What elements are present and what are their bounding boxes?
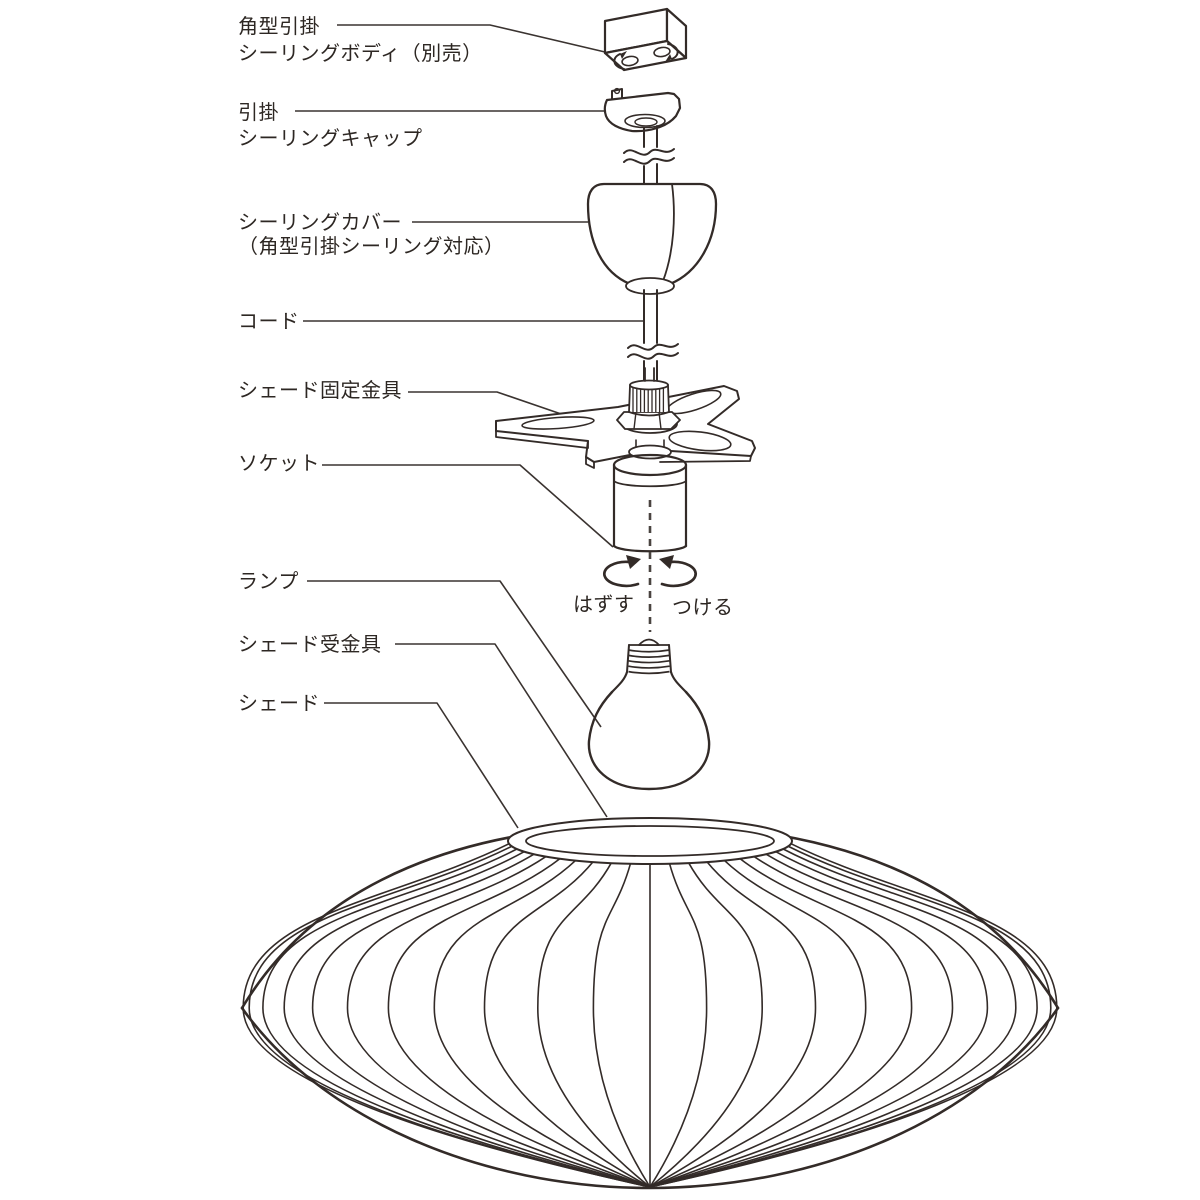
bulb-body [587,690,711,791]
cord-break-wave-2a [627,343,679,351]
ceiling-cover-bottom-opening [625,277,675,295]
cord-lower-a [643,289,658,344]
label-shade-fixing-bracket: シェード固定金具 [238,379,402,402]
unscrew-arrow-arc [602,560,640,588]
label-attach: つける [672,597,734,619]
attach-arrow-head [659,555,674,569]
cord-break-wave-1a [623,148,675,156]
cord-lower-drawing [627,289,679,387]
knurled-nut-top [629,379,669,391]
bulb-base-sides [626,644,672,673]
socket-body-fill [614,465,686,556]
label-ceiling-cover-line1: シーリングカバー [238,211,402,234]
bracket-hex-nut [616,411,681,430]
twist-arrow-right-head [665,54,672,62]
label-ceiling-body-line1: 角型引掛 [238,15,320,38]
socket-bottom [612,544,688,553]
ceiling-cap-latch-knob [613,87,621,95]
knurled-nut-bottom [628,411,670,417]
cord-upper-b [643,163,658,186]
shade-top-ring-inner [525,825,775,857]
ceiling-body-twist-arrow-left [613,53,625,70]
twist-arrow-left-head [620,51,627,59]
socket-band [613,480,687,488]
ceiling-cover-seam [662,183,675,282]
leader-lamp [307,580,602,728]
socket-drawing [612,438,688,556]
shade-drawing [240,817,1060,1190]
ceiling-body-twist-arrow-right [667,43,679,60]
cord-into-nut [644,367,655,382]
label-unscrew: はずす [573,593,635,616]
label-shade: シェード [238,693,320,715]
bulb-nub [638,638,660,646]
label-lamp: ランプ [238,571,299,593]
lamp-drawing [587,638,711,791]
socket-sides [612,463,688,548]
labels: 角型引掛 シーリングボディ（別売） 引掛 シーリングキャップ シーリングカバー … [238,15,734,715]
cord-break-wave-1b [623,157,675,165]
cord-upper-drawing [623,125,675,186]
ceiling-cap-hole-inner [634,117,658,127]
cord-upper-a [643,125,658,148]
bracket-thickness-right [659,455,752,463]
label-ceiling-cap-line2: シーリングキャップ [238,127,423,150]
rotation-guides [602,500,698,632]
bulb-neck-left [610,670,629,694]
label-shade-receiving-bracket: シェード受金具 [238,633,382,656]
shade-ribs [242,841,1058,1188]
leader-ceiling-body [337,24,606,53]
ceiling-body-hole-left [621,55,639,67]
ceiling-cover-drawing [586,182,718,295]
cord-break-wave-2b [627,352,679,360]
shade-fixing-bracket-drawing [495,367,756,469]
label-ceiling-cover-line2: （角型引掛シーリング対応） [238,235,505,258]
label-ceiling-body-line2: シーリングボディ（別売） [238,42,483,65]
bulb-neck-right [669,670,688,694]
ceiling-cover-body [586,182,718,289]
leader-shade-fixing-bracket [408,391,568,417]
leader-lines [295,24,644,829]
bracket-slot-right [668,430,732,452]
ceiling-body-hole-right [653,46,671,58]
bracket-slot-left [521,416,595,430]
unscrew-arrow-head [626,555,641,569]
knurled-nut-sides [628,384,670,413]
bracket-thickness-left [495,420,589,449]
knurled-nut-ridges [632,387,665,412]
shade-bottom-silhouette [240,1006,1060,1190]
bulb-threads [628,649,670,675]
attach-arrow-arc [660,560,698,588]
label-ceiling-cap-line1: 引掛 [238,101,279,124]
leader-shade-receiving-bracket [395,643,608,818]
label-cord: コード [238,311,300,333]
leader-socket [322,464,614,548]
leader-shade [324,702,519,829]
ceiling-cap-drawing [603,87,682,133]
ceiling-body-drawing [603,7,688,72]
label-socket: ソケット [238,453,320,475]
bracket-thickness-front [585,456,595,469]
